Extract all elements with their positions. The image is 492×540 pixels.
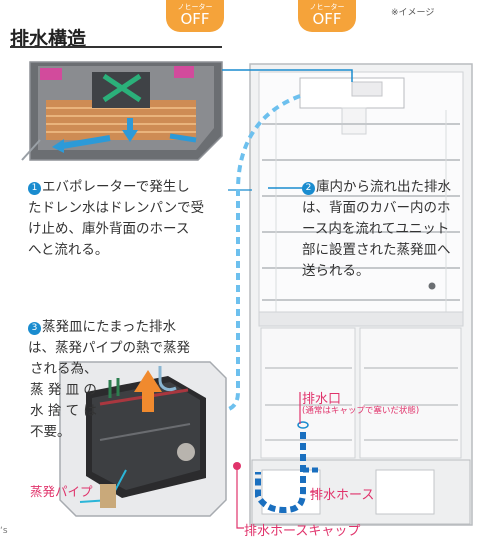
step-number-badge: 3 [28,322,41,335]
corner-text: ‘s [0,526,8,536]
drain-port-note: (通常はキャップで塞いだ状態) [302,406,420,416]
refrigerator-illustration [249,63,473,526]
step-3-text-continued: される為、 蒸 発 皿 の 水 捨 て は 不要。 [30,361,98,440]
drain-port-label: 排水口 [302,392,342,407]
step-number-badge: 2 [302,182,315,195]
step-number-badge: 1 [28,182,41,195]
heater-off-badge-left: ノヒーター OFF [166,0,224,32]
evaporating-tray-inset [59,361,227,517]
image-note: ※イメージ [391,8,435,18]
evaporator-inset [21,61,223,161]
heater-off-badge-right: ノヒーター OFF [298,0,356,32]
evaporation-pipe-label: 蒸発パイプ [30,484,93,499]
title-underline [10,46,222,48]
drain-hose-label: 排水ホース [310,488,375,503]
drain-hose-cap-label: 排水ホースキャップ [244,524,361,539]
page-title: 排水構造 [10,28,87,50]
